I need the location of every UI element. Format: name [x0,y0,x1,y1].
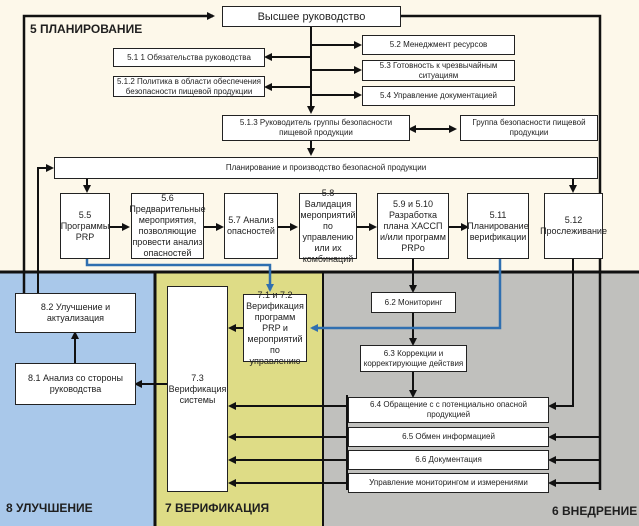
box-8-2[interactable]: 8.2 Улучшение и актуализация [15,293,136,333]
box-5-12[interactable]: 5.12 Прослеживание [540,193,607,259]
box-5-2[interactable]: 5.2 Менеджмент ресурсов [362,35,515,55]
box-6-5[interactable]: 6.5 Обмен информацией [348,427,549,447]
box-6-3[interactable]: 6.3 Коррекции и корректирующие действия [360,345,467,372]
box-6-2[interactable]: 6.2 Мониторинг [371,292,456,313]
box-7-3[interactable]: 7.3 Верификация системы [167,286,228,492]
zone-title-verification: 7 ВЕРИФИКАЦИЯ [165,501,270,515]
box-5-1-3[interactable]: 5.1.3 Руководитель группы безопасности п… [222,115,410,141]
box-planning-production[interactable]: Планирование и производство безопасной п… [54,157,598,179]
box-6-4[interactable]: 6.4 Обращение с с потенциально опасной п… [348,397,549,423]
zone-title-implementation: 6 ВНЕДРЕНИЕ [552,504,638,518]
box-monitoring-management[interactable]: Управление мониторингом и измерениями [348,473,549,493]
box-top-management[interactable]: Высшее руководство [222,6,401,27]
box-7-1-7-2[interactable]: 7.1 и 7.2 Верификация программ PRP и мер… [243,290,307,366]
box-5-8[interactable]: 5.8 Валидация мероприятий по управлению … [299,187,357,264]
box-5-11[interactable]: 5.11 Планирование верификации [467,193,529,259]
box-5-1-2[interactable]: 5.1.2 Политика в области обеспечения без… [113,76,265,97]
box-5-5[interactable]: 5.5 Программы PRP [60,193,110,259]
box-5-6[interactable]: 5.6 Предварительные мероприятия, позволя… [129,193,206,259]
box-5-3[interactable]: 5.3 Готовность к чрезвычайным ситуациям [362,60,515,81]
box-5-4[interactable]: 5.4 Управление документацией [362,86,515,106]
box-5-1-1[interactable]: 5.1 1 Обязательства руководства [113,48,265,67]
box-food-safety-team[interactable]: Группа безопасности пищевой продукции [460,115,598,141]
zone-title-planning: 5 ПЛАНИРОВАНИЕ [30,22,143,36]
box-5-9-5-10[interactable]: 5.9 и 5.10 Разработка плана ХАССП и/или … [377,193,449,259]
box-6-6[interactable]: 6.6 Документация [348,450,549,470]
box-5-7[interactable]: 5.7 Анализ опасностей [224,193,278,259]
box-8-1[interactable]: 8.1 Анализ со стороны руководства [15,363,136,405]
zone-title-improvement: 8 УЛУЧШЕНИЕ [6,501,93,515]
